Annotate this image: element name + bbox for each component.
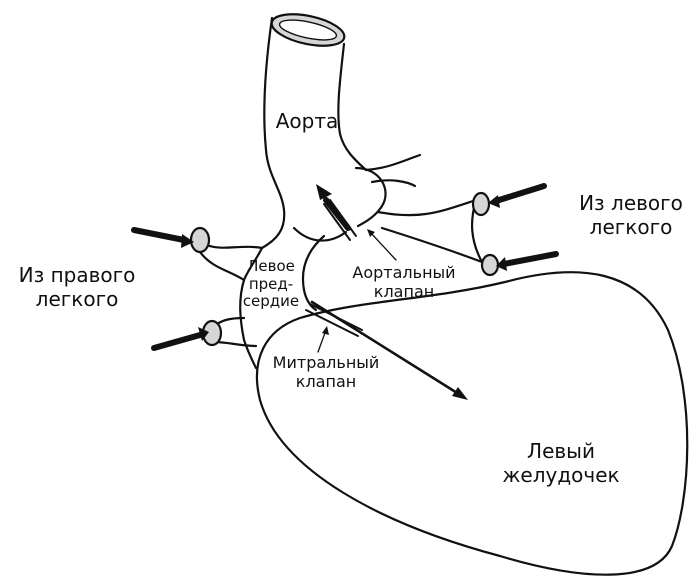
aortic-valve-label: Аортальный клапан <box>334 264 474 302</box>
from-left-lung-label: Из левого легкого <box>566 192 696 239</box>
flow-arrow-left-lung-lower <box>504 254 556 264</box>
left-lung-vein-top <box>473 193 489 215</box>
from-right-lung-label: Из правого легкого <box>2 264 152 311</box>
mitral-valve-label: Митральный клапан <box>256 354 396 392</box>
flow-arrow-left-lung-upper <box>496 186 544 201</box>
left-lung-vein-bottom <box>482 255 498 275</box>
left-atrium-label: Левое пред- сердие <box>240 258 302 311</box>
aortic-valve-pointer <box>370 232 396 260</box>
aorta-label: Аорта <box>260 110 354 134</box>
flow-arrow-right-lung-lower <box>154 335 200 348</box>
flow-arrow-into-aorta <box>326 200 348 228</box>
right-lung-vein-top <box>191 228 209 252</box>
left-ventricle-label: Левый желудочек <box>486 440 636 487</box>
flow-arrow-right-lung-upper <box>134 230 184 240</box>
